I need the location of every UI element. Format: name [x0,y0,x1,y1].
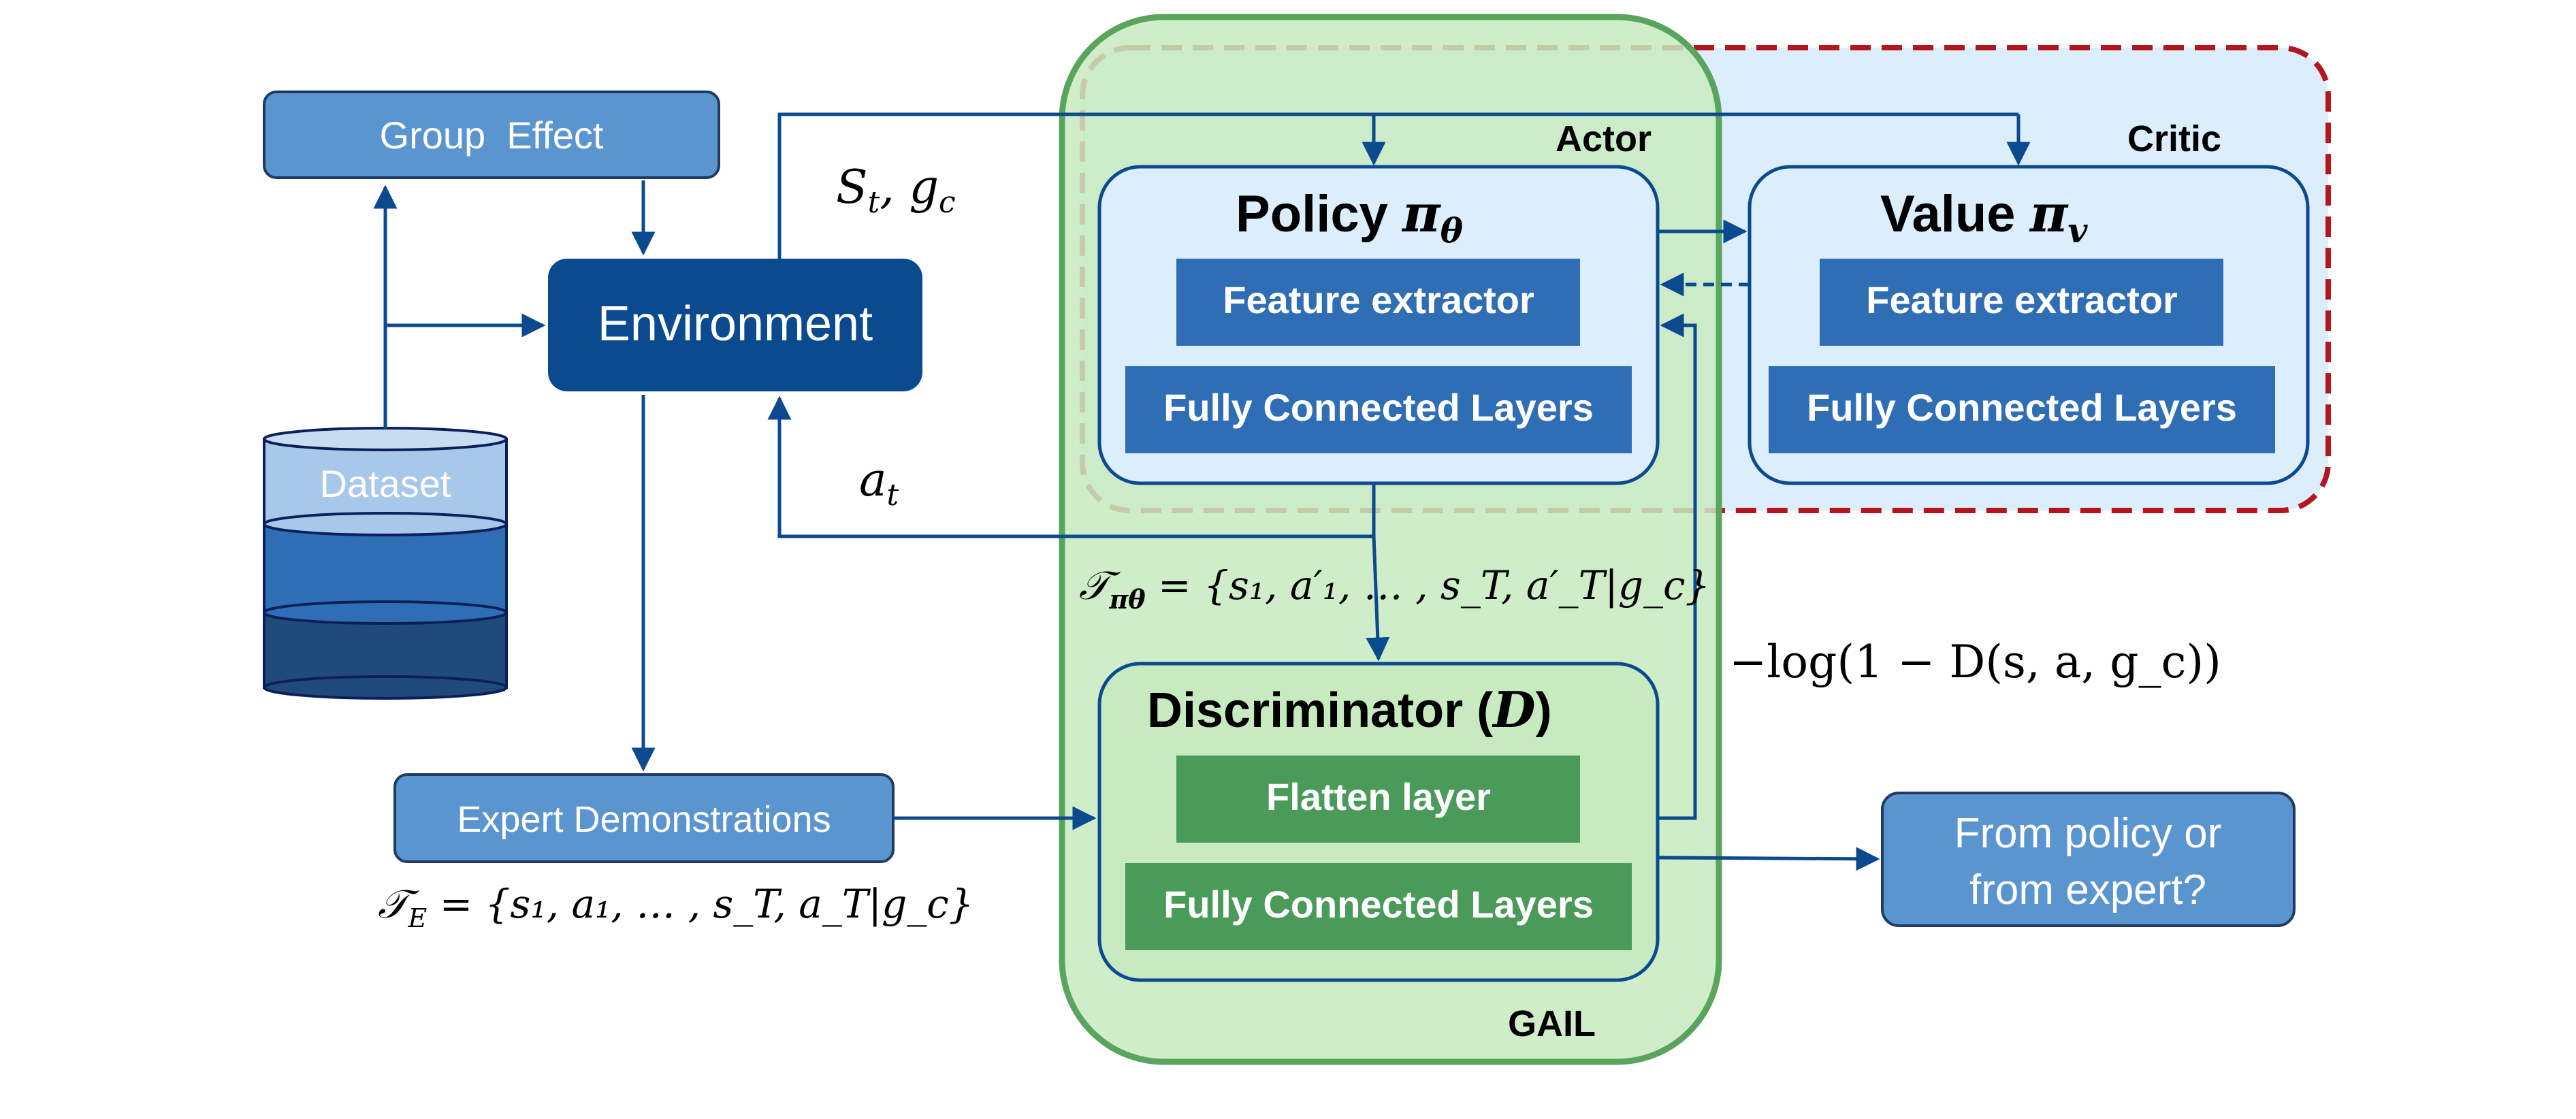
dataset-label: Dataset [320,462,451,505]
group-effect-label: Group Effect [380,114,604,157]
expert-demonstrations-label: Expert Demonstrations [457,799,831,840]
discriminator-title: Discriminator (D) [1147,681,1552,739]
action-label: at [859,453,899,513]
value-feature-extractor-label: Feature extractor [1866,278,2178,321]
policy-title: Policy πθ [1236,183,1464,250]
policy-fc-layers [1125,366,1632,453]
flatten-layer [1176,756,1580,843]
environment-label: Environment [598,297,873,351]
value-feature-extractor [1820,259,2223,346]
expert-trajectory-label: 𝒯E = {s₁, a₁, … , s_T, a_T|g_c} [378,881,974,933]
value-fc-label: Fully Connected Layers [1807,386,2237,429]
connectors [373,112,2031,871]
critic-label: Critic [2127,118,2221,159]
dataset-cylinder [263,427,508,700]
gail-label: GAIL [1508,1003,1596,1044]
value-fc-layers [1769,366,2275,453]
policy-trajectory-label: 𝒯πθ = {s₁, a′₁, … , s_T, a′_T|g_c} [1079,562,1710,615]
reward-label: −log(1 − D(s, a, g_c)) [1729,636,2221,688]
outcome-line-2: from expert? [1969,866,2206,913]
environment-box [548,259,922,391]
policy-feature-extractor-label: Feature extractor [1223,278,1534,321]
policy-fc-label: Fully Connected Layers [1163,386,1594,429]
outcome-box [1881,792,2296,927]
outcome-line-1: From policy or [1954,810,2222,857]
value-title: Value πv [1880,183,2088,250]
state-goal-label: St, gc [836,161,956,220]
flatten-layer-label: Flatten layer [1266,775,1491,818]
group-effect-box [263,91,720,179]
policy-feature-extractor [1176,259,1580,346]
discriminator-fc-layers [1125,863,1632,950]
actor-label: Actor [1556,118,1652,159]
discriminator-fc-label: Fully Connected Layers [1163,883,1594,926]
